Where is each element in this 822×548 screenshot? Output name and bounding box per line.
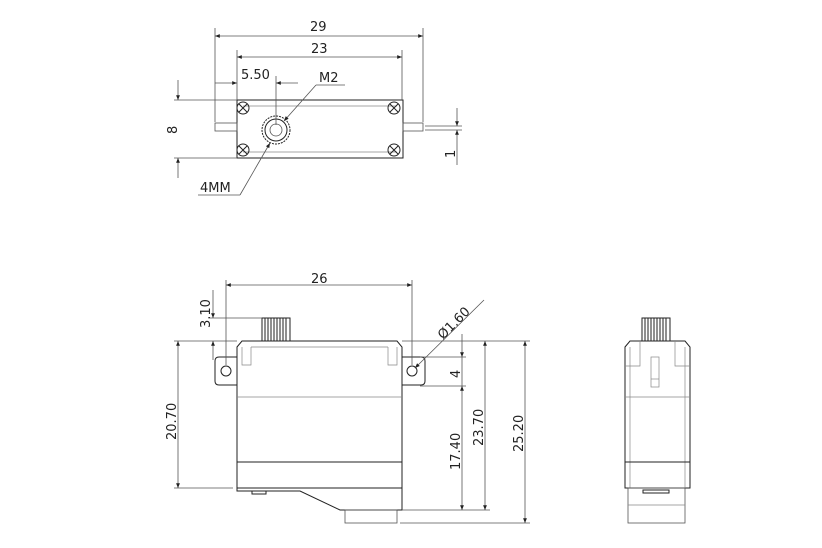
front-view: 26 3.10 20.70 4 17.40 23.70 25.20 Ø1.60: [165, 272, 530, 524]
mount-hole-icon: [220, 365, 232, 377]
servo-body-front: [214, 317, 426, 524]
dim-hole-diameter: Ø1.60: [435, 305, 473, 343]
dim-tab-height: 4: [449, 370, 464, 378]
label-spline: 4MM: [200, 181, 231, 196]
servo-body-top: [214, 99, 424, 159]
dim-case-height: 23.70: [472, 409, 487, 446]
screw-icon: [236, 101, 401, 157]
dim-body-width: 23: [311, 42, 328, 57]
dim-wire-thickness: 1: [444, 150, 459, 158]
dim-tab-to-bottom: 17.40: [449, 433, 464, 470]
dim-height: 8: [166, 126, 181, 134]
dim-spline-height: 3.10: [199, 299, 214, 328]
output-spline-icon: [641, 317, 671, 342]
dim-overall-width: 29: [310, 20, 327, 35]
dim-shaft-offset: 5.50: [241, 68, 270, 83]
label-thread: M2: [319, 71, 339, 86]
dim-body-height: 20.70: [165, 403, 180, 440]
output-spline-icon: [261, 317, 291, 342]
dim-total-height: 25.20: [512, 415, 527, 452]
top-view: 29 23 5.50 M2 4MM 8 1: [166, 20, 462, 196]
mount-hole-icon: [406, 365, 418, 377]
dim-hole-spacing: 26: [311, 272, 328, 287]
side-view: [624, 317, 691, 524]
